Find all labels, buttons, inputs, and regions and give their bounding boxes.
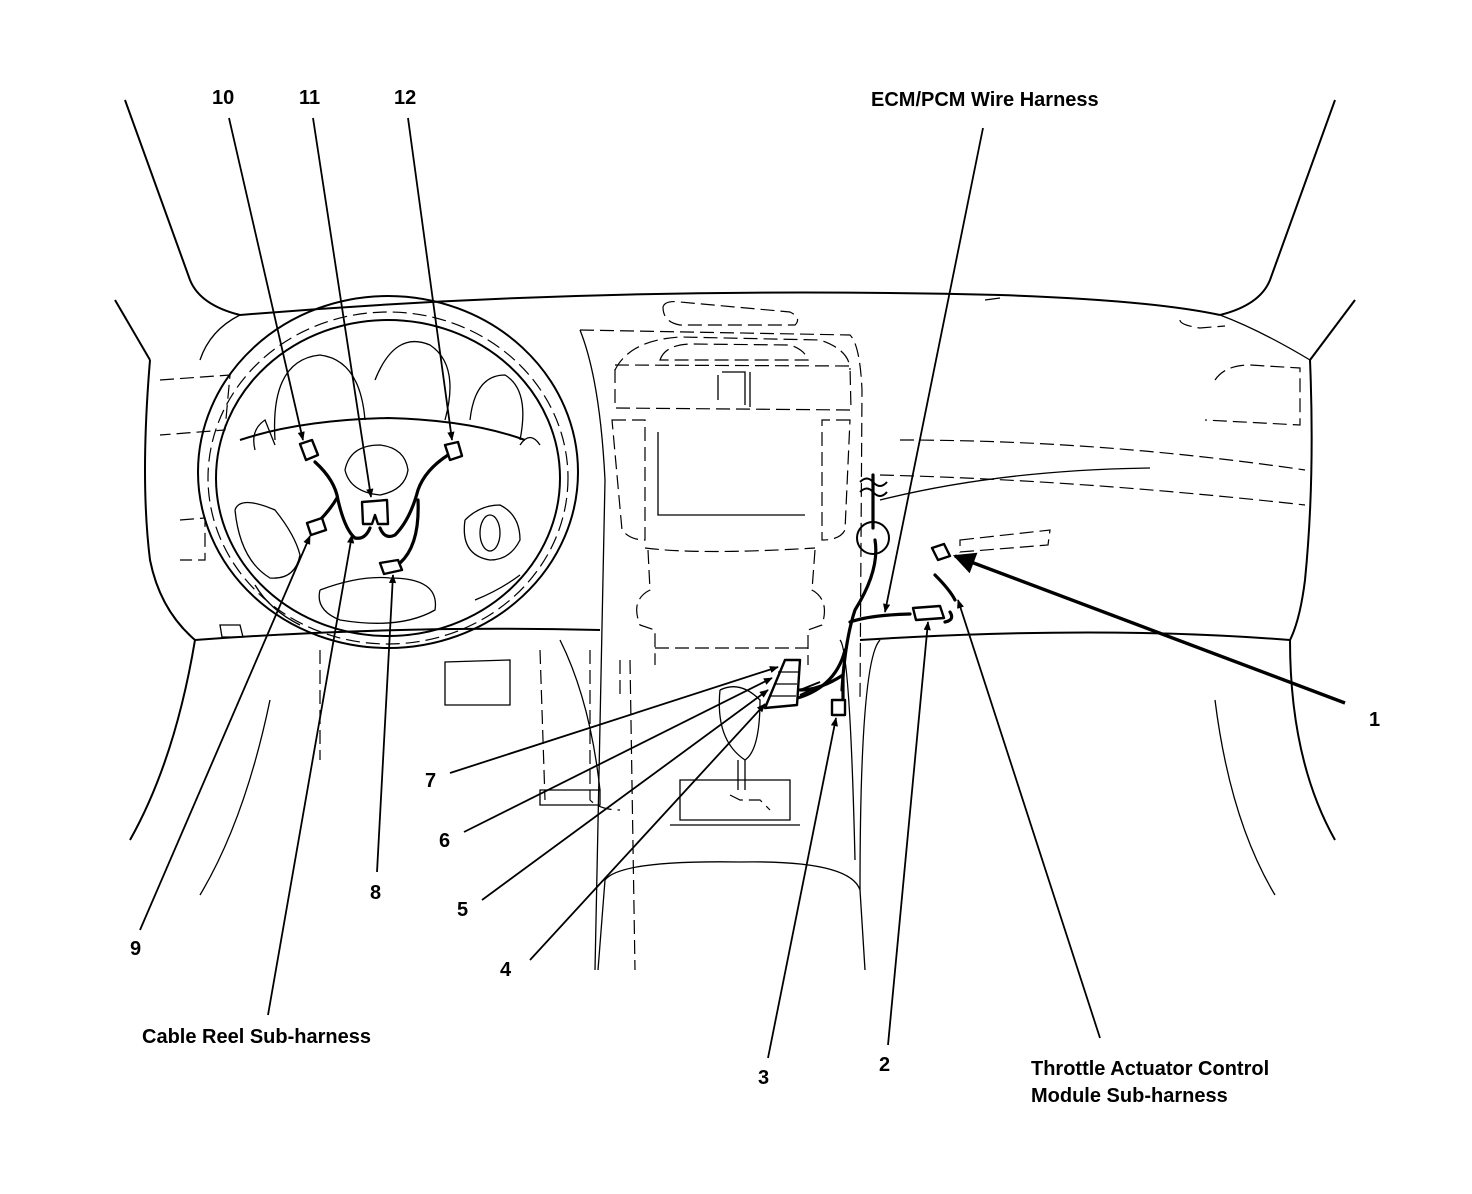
connector-3 xyxy=(830,698,847,717)
connector-2 xyxy=(911,604,946,622)
callout-9: 9 xyxy=(130,938,141,960)
callout-8: 8 xyxy=(370,882,381,904)
callout-12: 12 xyxy=(394,87,416,109)
callout-10: 10 xyxy=(212,87,234,109)
callout-2: 2 xyxy=(879,1054,890,1076)
connector-8 xyxy=(378,558,404,576)
body-outline xyxy=(114,99,1356,896)
connector-11 xyxy=(360,498,390,526)
ecm-pcm-wire-harness-label: ECM/PCM Wire Harness xyxy=(871,89,1099,111)
callout-6: 6 xyxy=(439,830,450,852)
callout-5: 5 xyxy=(457,899,468,921)
leader-lines xyxy=(139,117,1346,1059)
throttle-actuator-label-line2: Module Sub-harness xyxy=(1031,1085,1228,1107)
callout-11: 11 xyxy=(299,87,320,109)
connector-1 xyxy=(930,542,952,562)
callout-4: 4 xyxy=(500,959,512,981)
connector-9 xyxy=(305,516,328,537)
connectors[interactable] xyxy=(298,438,952,717)
dashboard-outline xyxy=(144,291,1313,641)
ecm-pcm-wire-harness-wires xyxy=(788,473,957,702)
steering-wheel xyxy=(197,295,579,649)
connector-12 xyxy=(443,440,464,462)
lower-dash xyxy=(319,639,601,806)
callout-3: 3 xyxy=(758,1067,769,1089)
cable-reel-sub-harness-label: Cable Reel Sub-harness xyxy=(142,1026,371,1048)
center-console xyxy=(579,300,881,971)
throttle-actuator-label-line1: Throttle Actuator Control xyxy=(1031,1058,1269,1080)
callout-7: 7 xyxy=(425,770,436,792)
callout-1: 1 xyxy=(1369,709,1380,731)
connector-10 xyxy=(298,438,320,462)
